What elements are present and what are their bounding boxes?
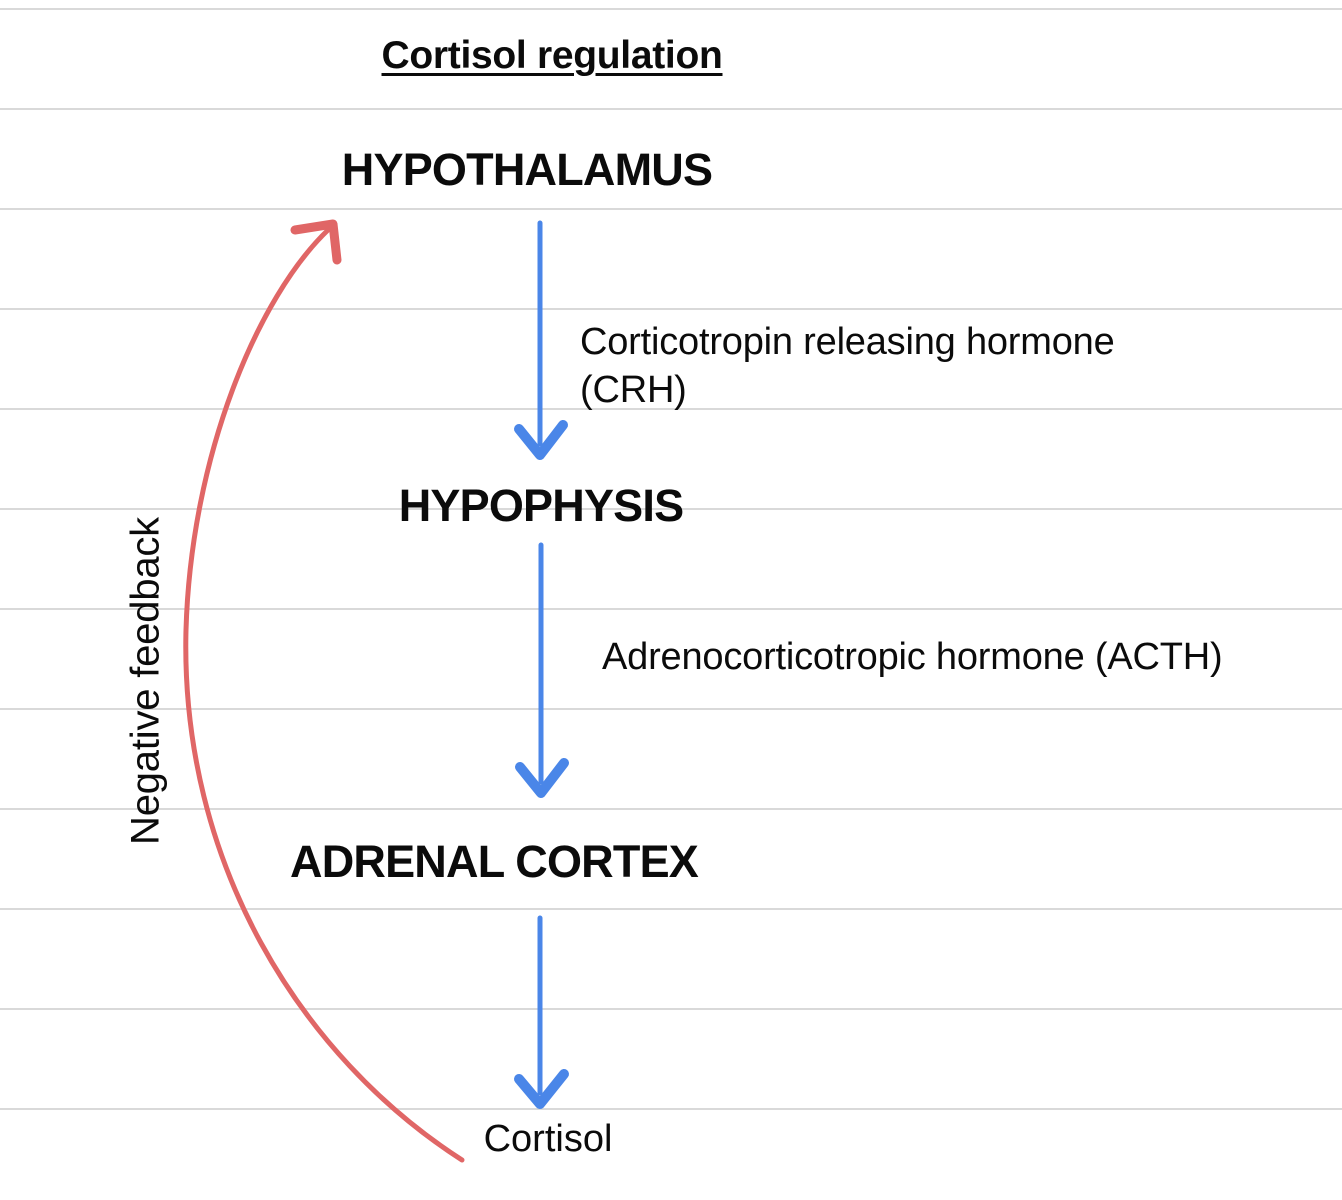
crh-edge-label: Corticotropin releasing hormone (CRH) xyxy=(580,321,1115,411)
node-adrenal-cortex: ADRENAL CORTEX xyxy=(290,836,699,887)
crh-arrow xyxy=(514,220,568,460)
node-hypothalamus: HYPOTHALAMUS xyxy=(341,144,713,195)
node-cortisol: Cortisol xyxy=(483,1118,613,1160)
negative-feedback-curve xyxy=(183,227,465,1163)
cortisol-arrow xyxy=(514,915,569,1109)
negative-feedback-arrow xyxy=(183,219,465,1163)
acth-arrowhead-icon xyxy=(515,758,569,798)
node-hypophysis: HYPOPHYSIS xyxy=(398,480,684,531)
crh-arrowhead-icon xyxy=(514,420,568,460)
acth-arrow xyxy=(515,542,569,798)
cortisol-arrowhead-icon xyxy=(514,1069,569,1109)
negative-feedback-label: Negative feedback xyxy=(123,517,168,845)
background-gridlines xyxy=(0,8,1342,1110)
negative-feedback-arrowhead-icon xyxy=(290,219,342,265)
diagram-title: Cortisol regulation xyxy=(381,34,723,77)
acth-edge-label: Adrenocorticotropic hormone (ACTH) xyxy=(602,636,1223,678)
